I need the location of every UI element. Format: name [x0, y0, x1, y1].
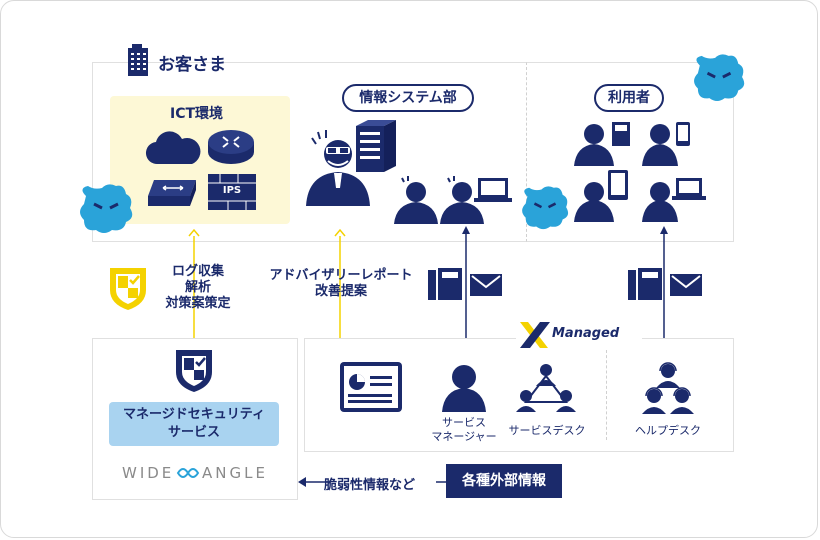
shield-check-icon — [110, 268, 146, 310]
it-department-pill: 情報システム部 — [342, 84, 474, 112]
dashboard-report-icon — [340, 362, 402, 412]
user-phone-icon — [574, 122, 630, 166]
user-smartphone-icon — [642, 122, 690, 166]
advisory-caption: アドバイザリーレポート 改善提案 — [256, 268, 426, 300]
phone-mail-icon — [428, 268, 502, 300]
threat-monster-icon — [694, 54, 745, 102]
external-info-box: 各種外部情報 — [446, 464, 562, 498]
up-arrow-yellow — [188, 228, 200, 338]
wideangle-logo: WIDE ANGLE — [120, 462, 270, 484]
user-tablet-icon — [574, 170, 628, 222]
service-manager-label: サービス マネージャー — [416, 416, 512, 444]
server-rack-icon — [356, 120, 396, 172]
ict-title: ICT環境 — [170, 106, 224, 122]
shield-check-icon — [176, 350, 212, 392]
left-arrow — [436, 481, 446, 483]
service-manager-icon — [442, 365, 486, 412]
mss-line: サービス — [167, 425, 220, 440]
help-desk-label: ヘルプデスク — [635, 424, 701, 437]
vulnerability-info-label: 脆弱性情報など — [324, 478, 416, 493]
log-analysis-caption: ログ収集 解析 対策案策定 — [158, 264, 238, 312]
router-icon — [208, 130, 254, 164]
caption-line: 対策案策定 — [165, 296, 231, 311]
phone-mail-icon — [628, 268, 702, 300]
double-arrow — [462, 226, 470, 352]
label-line: マネージャー — [431, 430, 497, 443]
caption-line: 改善提案 — [314, 284, 367, 299]
caption-line: 解析 — [184, 280, 211, 295]
wideangle-right: ANGLE — [202, 464, 268, 482]
label-line: サービス — [442, 416, 486, 429]
service-desk-icon — [516, 364, 576, 412]
managed-logo-text: Managed — [552, 326, 620, 341]
ips-label: IPS — [222, 185, 242, 196]
cloud-icon — [145, 131, 201, 165]
double-arrow — [660, 226, 668, 352]
up-arrow-yellow — [334, 228, 346, 338]
wideangle-left: WIDE — [122, 464, 175, 482]
help-desk-icon — [642, 362, 694, 414]
building-icon — [128, 44, 148, 76]
ict-environment-panel — [110, 96, 290, 224]
caption-line: ログ収集 — [171, 264, 224, 279]
threat-monster-icon — [522, 186, 569, 230]
x-mark-icon — [520, 322, 550, 348]
caption-line: アドバイザリーレポート — [269, 268, 413, 283]
users-pill: 利用者 — [594, 84, 664, 112]
switch-icon — [148, 180, 196, 206]
left-arrow — [298, 477, 328, 487]
mss-label-box: マネージドセキュリティ サービス — [109, 402, 279, 446]
service-desk-label: サービスデスク — [508, 424, 586, 437]
threat-monster-icon — [80, 184, 133, 233]
staff-pair-icon — [394, 176, 512, 224]
manager-person-icon — [306, 130, 370, 206]
ips-firewall-icon — [208, 174, 256, 210]
wideangle-mark-icon — [176, 468, 200, 478]
mss-line: マネージドセキュリティ — [123, 407, 265, 422]
managed-divider — [606, 350, 607, 440]
customer-title: お客さま — [158, 55, 226, 75]
user-laptop-icon — [642, 178, 706, 222]
managed-logo: Managed — [516, 320, 642, 348]
